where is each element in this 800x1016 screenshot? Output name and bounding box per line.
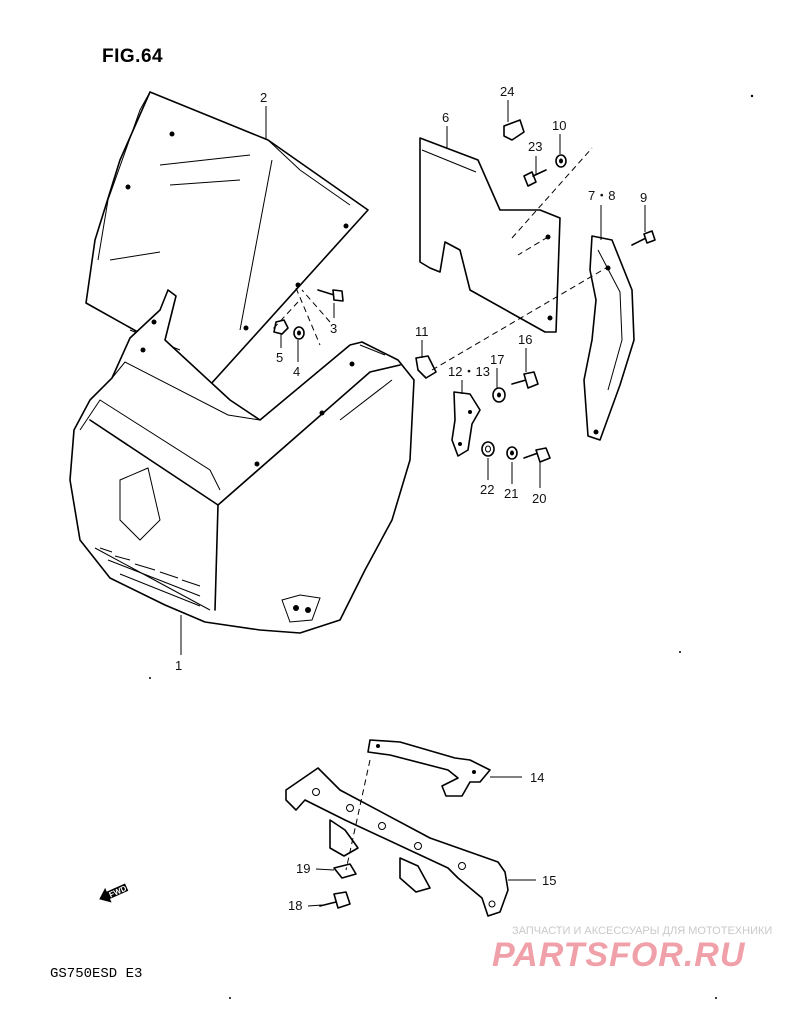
nut-part-5 — [273, 319, 289, 335]
callout-7-8: 7・8 — [588, 188, 615, 203]
upper-bracket-part-14 — [367, 739, 491, 797]
callout-4: 4 — [293, 364, 300, 379]
watermark: ЗАПЧАСТИ И АКСЕССУАРЫ ДЛЯ МОТОТЕХНИКИ PA… — [492, 925, 772, 974]
bolt-part-16 — [511, 371, 539, 389]
callout-14: 14 — [530, 770, 544, 785]
washer-part-19 — [333, 863, 357, 879]
callout-20: 20 — [532, 491, 546, 506]
callout-23: 23 — [528, 139, 542, 154]
screw-part-3 — [317, 289, 344, 302]
callout-11: 11 — [415, 324, 429, 339]
callout-5: 5 — [276, 350, 283, 365]
washer-part-4 — [293, 326, 305, 340]
washer-part-17 — [492, 387, 506, 403]
side-panel-part-7-8 — [583, 235, 635, 441]
clip-nut-part-11 — [415, 355, 437, 379]
lower-bracket-part-15 — [285, 767, 509, 917]
callout-12-13: 12・13 — [448, 364, 490, 379]
washer-part-21 — [506, 446, 518, 460]
watermark-tagline: ЗАПЧАСТИ И АКСЕССУАРЫ ДЛЯ МОТОТЕХНИКИ — [512, 925, 772, 937]
model-code: GS750ESD E3 — [50, 966, 142, 982]
callout-17: 17 — [490, 352, 504, 367]
callout-19: 19 — [296, 861, 310, 876]
screw-part-23 — [523, 169, 547, 187]
callout-18: 18 — [288, 898, 302, 913]
figure-title: FIG.64 — [102, 46, 163, 67]
washer-part-10 — [555, 154, 567, 168]
callout-9: 9 — [640, 190, 647, 205]
callout-labels: 2 1 3 4 5 6 7・8 9 10 11 12・13 14 15 16 1… — [175, 84, 647, 913]
callout-16: 16 — [518, 332, 532, 347]
callout-2: 2 — [260, 90, 267, 105]
callout-15: 15 — [542, 873, 556, 888]
callout-10: 10 — [552, 118, 566, 133]
fwd-arrow-icon: FWD — [99, 883, 129, 903]
bolt-part-20 — [523, 447, 551, 463]
callout-22: 22 — [480, 482, 494, 497]
callout-6: 6 — [442, 110, 449, 125]
bolt-part-18 — [319, 891, 351, 909]
fairing-part-1 — [69, 289, 415, 634]
fwd-label: FWD — [108, 884, 129, 900]
bracket-part-12-13 — [451, 391, 481, 457]
leader-lines — [180, 100, 646, 907]
callout-21: 21 — [504, 486, 518, 501]
callout-1: 1 — [175, 658, 182, 673]
assembly-lines — [271, 147, 607, 871]
callout-3: 3 — [330, 321, 337, 336]
inner-panel-part-6 — [419, 137, 561, 333]
screw-part-9 — [631, 230, 656, 246]
callout-24: 24 — [500, 84, 514, 99]
grommet-part-24 — [503, 119, 525, 141]
watermark-logo: PARTSFOR.RU — [492, 936, 746, 974]
washer-part-22 — [481, 441, 495, 457]
